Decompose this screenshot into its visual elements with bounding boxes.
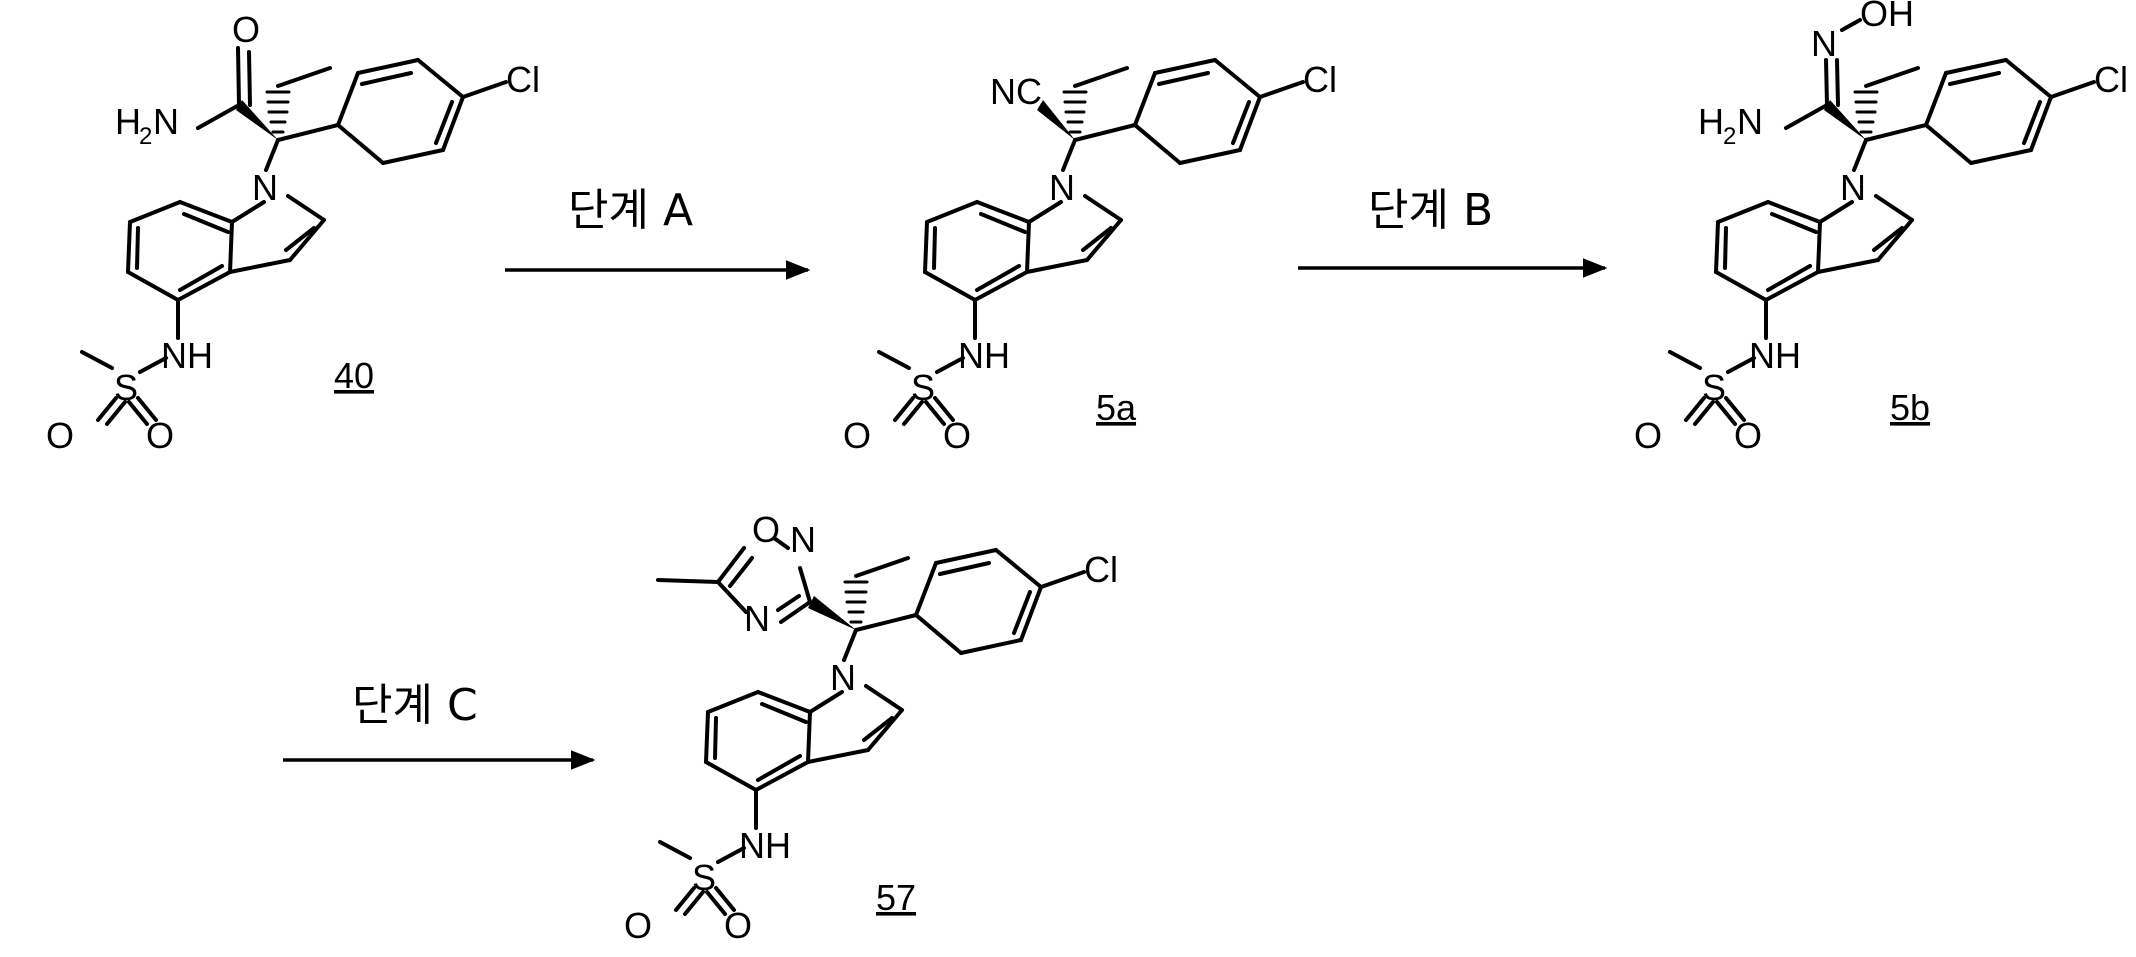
atom-cl: Cl bbox=[2094, 59, 2128, 100]
atom-nh: NH bbox=[739, 825, 791, 866]
compound-5a: NC Cl N NH S O O bbox=[843, 59, 1337, 456]
compound-label-5a: 5a bbox=[1096, 387, 1137, 428]
step-label-c: 단계 C bbox=[352, 680, 478, 731]
wedge-bond bbox=[1037, 100, 1075, 140]
wedge-bond bbox=[236, 100, 278, 140]
atom-cl: Cl bbox=[1303, 59, 1337, 100]
atom-o-sulfonyl-left: O bbox=[46, 415, 74, 456]
compound-label-40: 40 bbox=[334, 355, 374, 396]
atom-n-indole: N bbox=[1049, 167, 1075, 208]
atom-nh: NH bbox=[1749, 335, 1801, 376]
compound-label-57: 57 bbox=[876, 877, 916, 918]
atom-n-indole: N bbox=[830, 657, 856, 698]
atom-n-indole: N bbox=[1840, 167, 1866, 208]
atom-n-amide: N bbox=[153, 101, 179, 142]
atom-n-indole: N bbox=[252, 167, 278, 208]
atom-s: S bbox=[114, 367, 138, 408]
atom-nh: NH bbox=[958, 335, 1010, 376]
subscript-2: 2 bbox=[1723, 123, 1736, 150]
step-label-b: 단계 B bbox=[1368, 185, 1493, 236]
atom-nc: NC bbox=[990, 71, 1042, 112]
atom-n2-oxadiazole: N bbox=[790, 519, 816, 560]
compound-label-5b: 5b bbox=[1890, 387, 1930, 428]
atom-oh: OH bbox=[1860, 0, 1914, 34]
atom-o-sulfonyl-right: O bbox=[943, 415, 971, 456]
atom-o-sulfonyl-left: O bbox=[1634, 415, 1662, 456]
compound-40: O H 2 N Cl N NH S O O bbox=[46, 9, 540, 456]
wedge-bond bbox=[1824, 100, 1866, 140]
atom-o-sulfonyl-right: O bbox=[1734, 415, 1762, 456]
atom-s: S bbox=[911, 367, 935, 408]
atom-n-amidine: N bbox=[1737, 101, 1763, 142]
atom-n4-oxadiazole: N bbox=[744, 598, 770, 639]
atom-o-carbonyl: O bbox=[232, 9, 260, 50]
atom-o-sulfonyl-left: O bbox=[624, 905, 652, 946]
atom-o-sulfonyl-right: O bbox=[724, 905, 752, 946]
atom-n-oxime: N bbox=[1811, 23, 1837, 64]
atom-h-amide: H bbox=[115, 101, 141, 142]
atom-o-sulfonyl-right: O bbox=[146, 415, 174, 456]
atom-cl: Cl bbox=[506, 59, 540, 100]
step-label-a: 단계 A bbox=[568, 185, 693, 236]
atom-cl: Cl bbox=[1084, 549, 1118, 590]
compound-5b: N OH H 2 N Cl N NH S O O bbox=[1634, 0, 2128, 456]
atom-s: S bbox=[1702, 367, 1726, 408]
atom-h-amidine: H bbox=[1698, 101, 1724, 142]
atom-o-sulfonyl-left: O bbox=[843, 415, 871, 456]
compound-57: O N N Cl N NH S O O bbox=[624, 509, 1118, 946]
atom-nh: NH bbox=[161, 335, 213, 376]
atom-s: S bbox=[692, 857, 716, 898]
subscript-2: 2 bbox=[139, 123, 152, 150]
atom-o-oxadiazole: O bbox=[752, 509, 780, 550]
